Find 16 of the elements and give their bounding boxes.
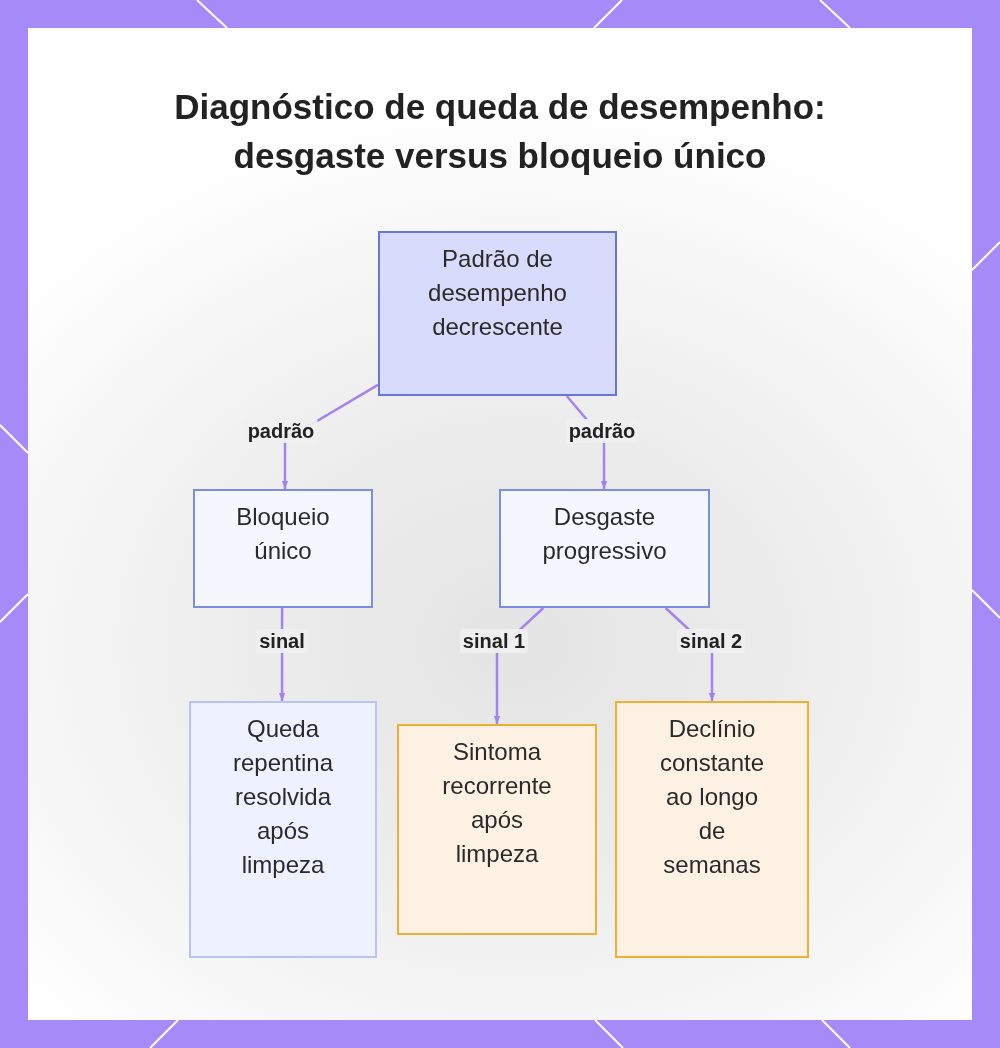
edge-label: sinal bbox=[256, 629, 308, 653]
node-label: Bloqueio único bbox=[235, 502, 331, 566]
diagram-title: Diagnóstico de queda de desempenho: desgaste versus bloqueio único bbox=[173, 86, 827, 177]
process-box bbox=[499, 489, 710, 608]
node-label: Declínio constante ao longo de semanas bbox=[658, 714, 766, 880]
node-label: Desgaste progressivo bbox=[541, 502, 668, 566]
edge-label: sinal 1 bbox=[459, 629, 529, 653]
edge-label: sinal 2 bbox=[676, 629, 746, 653]
process-box bbox=[378, 231, 617, 396]
process-box bbox=[193, 489, 373, 608]
process-box bbox=[189, 701, 377, 958]
node-label: Sintoma recorrente após limpeza bbox=[441, 737, 553, 869]
process-box bbox=[397, 724, 597, 935]
process-box bbox=[615, 701, 809, 958]
node-label: Queda repentina resolvida após limpeza bbox=[231, 714, 335, 880]
node-label: Padrão de desempenho decrescente bbox=[427, 244, 568, 342]
